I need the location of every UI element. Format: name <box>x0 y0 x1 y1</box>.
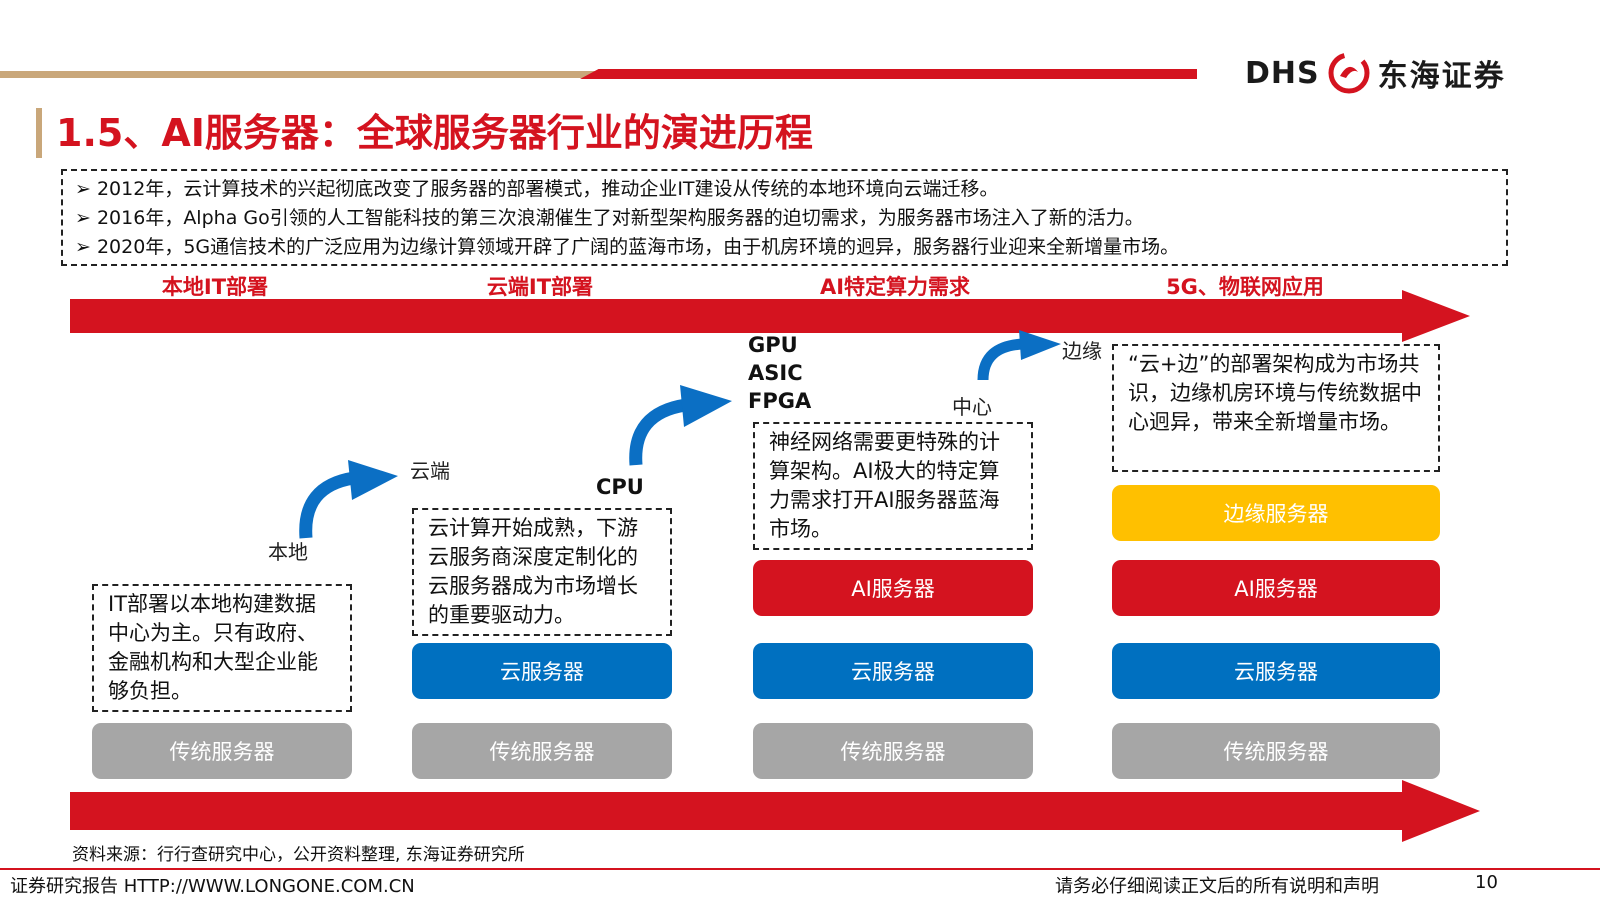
curved-arrow-cpu-to-gpu-icon <box>629 385 732 466</box>
curved-arrow-local-to-cloud-icon <box>299 460 398 539</box>
title-accent-bar <box>36 108 42 158</box>
server-traditional-col4: 传统服务器 <box>1112 723 1440 779</box>
footer-report-url: 证券研究报告 HTTP://WWW.LONGONE.COM.CN <box>10 876 415 897</box>
company-logo: DHS 东海证券 <box>1245 48 1506 98</box>
description-ai: 神经网络需要更特殊的计算架构。AI极大的特定算力需求打开AI服务器蓝海市场。 <box>753 422 1033 550</box>
server-cloud-col2: 云服务器 <box>412 643 672 699</box>
label-asic: ASIC <box>748 361 803 385</box>
stage-label-local: 本地IT部署 <box>161 275 269 299</box>
dragon-logo-icon <box>1328 52 1370 94</box>
server-traditional-col1: 传统服务器 <box>92 723 352 779</box>
label-local: 本地 <box>268 540 308 564</box>
server-ai-col3: AI服务器 <box>753 560 1033 616</box>
stage-label-cloud: 云端IT部署 <box>486 275 594 299</box>
server-cloud-col4: 云服务器 <box>1112 643 1440 699</box>
curved-arrow-center-to-edge-icon <box>977 330 1061 381</box>
label-fpga: FPGA <box>748 389 812 413</box>
header-gold-bar <box>0 71 600 78</box>
description-local: IT部署以本地构建数据中心为主。只有政府、金融机构和大型企业能够负担。 <box>92 584 352 712</box>
label-gpu: GPU <box>748 333 798 357</box>
header-red-bar <box>580 69 1197 79</box>
page-number: 10 <box>1475 872 1498 893</box>
server-cloud-col3: 云服务器 <box>753 643 1033 699</box>
intro-line-2012: ➢ 2012年，云计算技术的兴起彻底改变了服务器的部署模式，推动企业IT建设从传… <box>75 178 999 200</box>
server-traditional-col3: 传统服务器 <box>753 723 1033 779</box>
label-cpu: CPU <box>596 475 644 499</box>
label-edge: 边缘 <box>1062 339 1102 363</box>
stage-label-5g: 5G、物联网应用 <box>1166 275 1324 299</box>
label-accelerators: GPU ASIC FPGA <box>748 331 811 415</box>
footer-disclaimer: 请务必仔细阅读正文后的所有说明和声明 <box>1055 876 1379 897</box>
footer-divider <box>0 868 1600 870</box>
source-note: 资料来源：行行查研究中心，公开资料整理, 东海证券研究所 <box>72 845 525 865</box>
description-edge: “云+边”的部署架构成为市场共识，边缘机房环境与传统数据中心迥异，带来全新增量市… <box>1112 344 1440 472</box>
page-title: 1.5、AI服务器：全球服务器行业的演进历程 <box>56 111 813 155</box>
server-edge-col4: 边缘服务器 <box>1112 485 1440 541</box>
label-center: 中心 <box>952 395 992 419</box>
bottom-timeline-arrow <box>70 780 1480 842</box>
description-cloud: 云计算开始成熟，下游云服务商深度定制化的云服务器成为市场增长的重要驱动力。 <box>412 508 672 636</box>
label-cloud: 云端 <box>410 459 450 483</box>
intro-line-2020: ➢ 2020年，5G通信技术的广泛应用为边缘计算领域开辟了广阔的蓝海市场，由于机… <box>75 236 1180 258</box>
server-traditional-col2: 传统服务器 <box>412 723 672 779</box>
server-ai-col4: AI服务器 <box>1112 560 1440 616</box>
intro-box: ➢ 2012年，云计算技术的兴起彻底改变了服务器的部署模式，推动企业IT建设从传… <box>61 169 1508 266</box>
intro-line-2016: ➢ 2016年，Alpha Go引领的人工智能科技的第三次浪潮催生了对新型架构服… <box>75 207 1144 229</box>
stage-label-ai: AI特定算力需求 <box>819 275 971 299</box>
logo-chinese-text: 东海证券 <box>1377 59 1506 94</box>
top-timeline-arrow <box>70 290 1470 342</box>
logo-latin-text: DHS <box>1245 55 1320 91</box>
